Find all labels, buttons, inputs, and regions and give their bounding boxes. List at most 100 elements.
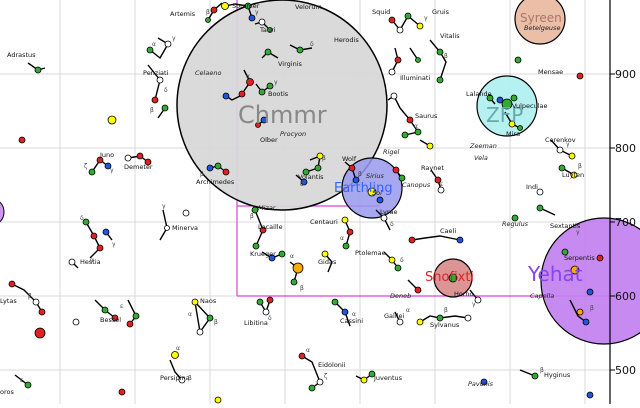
star-dot[interactable]: [414, 128, 422, 136]
star-dot[interactable]: [368, 370, 376, 378]
star-dot[interactable]: [210, 6, 218, 14]
star-dot[interactable]: [486, 94, 494, 102]
star-dot[interactable]: [401, 131, 409, 139]
star-dot[interactable]: [222, 92, 230, 100]
star-dot[interactable]: [38, 308, 46, 316]
star-dot[interactable]: [558, 164, 566, 172]
star-dot[interactable]: [406, 116, 414, 124]
star-dot[interactable]: [561, 248, 569, 256]
star-dot[interactable]: [396, 26, 404, 34]
star-dot[interactable]: [164, 40, 172, 48]
star-dot[interactable]: [536, 204, 544, 212]
star-dot[interactable]: [24, 381, 32, 389]
star-dot[interactable]: [596, 254, 604, 262]
star-dot[interactable]: [308, 384, 316, 392]
stars[interactable]: [8, 2, 604, 404]
star-dot[interactable]: [496, 96, 504, 104]
star-dot[interactable]: [104, 162, 112, 170]
star-dot[interactable]: [90, 232, 98, 240]
star-dot[interactable]: [96, 156, 104, 164]
star-dot[interactable]: [107, 115, 117, 125]
star-dot[interactable]: [321, 250, 329, 258]
star-dot[interactable]: [508, 120, 516, 128]
star-dot[interactable]: [214, 396, 222, 404]
star-dot[interactable]: [536, 188, 544, 196]
star-dot[interactable]: [570, 171, 578, 179]
star-dot[interactable]: [34, 66, 42, 74]
star-dot[interactable]: [341, 216, 349, 224]
star-dot[interactable]: [266, 296, 274, 304]
star-dot[interactable]: [144, 158, 152, 166]
star-dot[interactable]: [298, 352, 306, 360]
star-dot[interactable]: [126, 320, 134, 328]
star-dot[interactable]: [414, 286, 422, 294]
star-dot[interactable]: [437, 186, 445, 194]
star-dot[interactable]: [205, 17, 211, 23]
star-dot[interactable]: [300, 178, 308, 186]
star-dot[interactable]: [214, 162, 222, 170]
star-dot[interactable]: [376, 196, 384, 204]
star-dot[interactable]: [34, 327, 46, 339]
star-dot[interactable]: [182, 209, 190, 217]
star-dot[interactable]: [416, 22, 424, 30]
star-dot[interactable]: [256, 298, 264, 306]
star-dot[interactable]: [302, 168, 310, 176]
star-dot[interactable]: [434, 176, 442, 184]
star-dot[interactable]: [290, 278, 298, 286]
star-dot[interactable]: [314, 164, 322, 172]
star-dot[interactable]: [576, 308, 584, 316]
star-dot[interactable]: [388, 16, 396, 24]
star-dot[interactable]: [394, 56, 402, 64]
star-dot[interactable]: [246, 78, 254, 86]
star-dot[interactable]: [360, 376, 368, 384]
star-dot[interactable]: [151, 96, 159, 104]
star-dot[interactable]: [238, 90, 246, 98]
star-dot[interactable]: [267, 27, 273, 33]
star-dot[interactable]: [380, 214, 388, 222]
star-dot[interactable]: [196, 328, 204, 336]
star-dot[interactable]: [260, 116, 268, 124]
star-dot[interactable]: [278, 250, 286, 258]
star-dot[interactable]: [348, 164, 356, 172]
star-dot[interactable]: [517, 125, 523, 131]
star-dot[interactable]: [111, 314, 119, 322]
star-dot[interactable]: [396, 318, 404, 326]
star-dot[interactable]: [416, 318, 424, 326]
star-dot[interactable]: [556, 146, 564, 154]
star-dot[interactable]: [388, 256, 396, 264]
star-dot[interactable]: [164, 225, 170, 231]
star-dot[interactable]: [342, 242, 350, 250]
star-dot[interactable]: [367, 187, 377, 197]
star-dot[interactable]: [146, 46, 154, 54]
star-dot[interactable]: [171, 351, 179, 359]
star-dot[interactable]: [531, 372, 539, 380]
star-dot[interactable]: [392, 166, 400, 174]
star-dot[interactable]: [161, 104, 169, 112]
star-dot[interactable]: [316, 378, 324, 386]
star-dot[interactable]: [501, 98, 513, 110]
star-dot[interactable]: [316, 152, 324, 160]
star-dot[interactable]: [514, 56, 522, 64]
star-dot[interactable]: [18, 136, 26, 144]
star-dot[interactable]: [102, 228, 110, 236]
star-dot[interactable]: [258, 18, 266, 26]
star-dot[interactable]: [474, 296, 482, 304]
star-dot[interactable]: [268, 254, 276, 262]
star-dot[interactable]: [426, 142, 434, 150]
star-dot[interactable]: [206, 314, 214, 322]
star-dot[interactable]: [436, 76, 444, 84]
star-dot[interactable]: [32, 298, 40, 306]
star-dot[interactable]: [398, 174, 406, 182]
star-dot[interactable]: [68, 258, 76, 266]
star-dot[interactable]: [388, 68, 396, 76]
star-dot[interactable]: [248, 14, 256, 22]
star-dot[interactable]: [331, 298, 339, 306]
star-dot[interactable]: [586, 391, 594, 399]
star-dot[interactable]: [178, 376, 186, 384]
star-dot[interactable]: [464, 314, 472, 322]
star-dot[interactable]: [586, 288, 594, 296]
star-dot[interactable]: [222, 168, 230, 176]
star-dot[interactable]: [264, 48, 272, 56]
star-dot[interactable]: [262, 308, 270, 316]
star-dot[interactable]: [82, 218, 90, 226]
